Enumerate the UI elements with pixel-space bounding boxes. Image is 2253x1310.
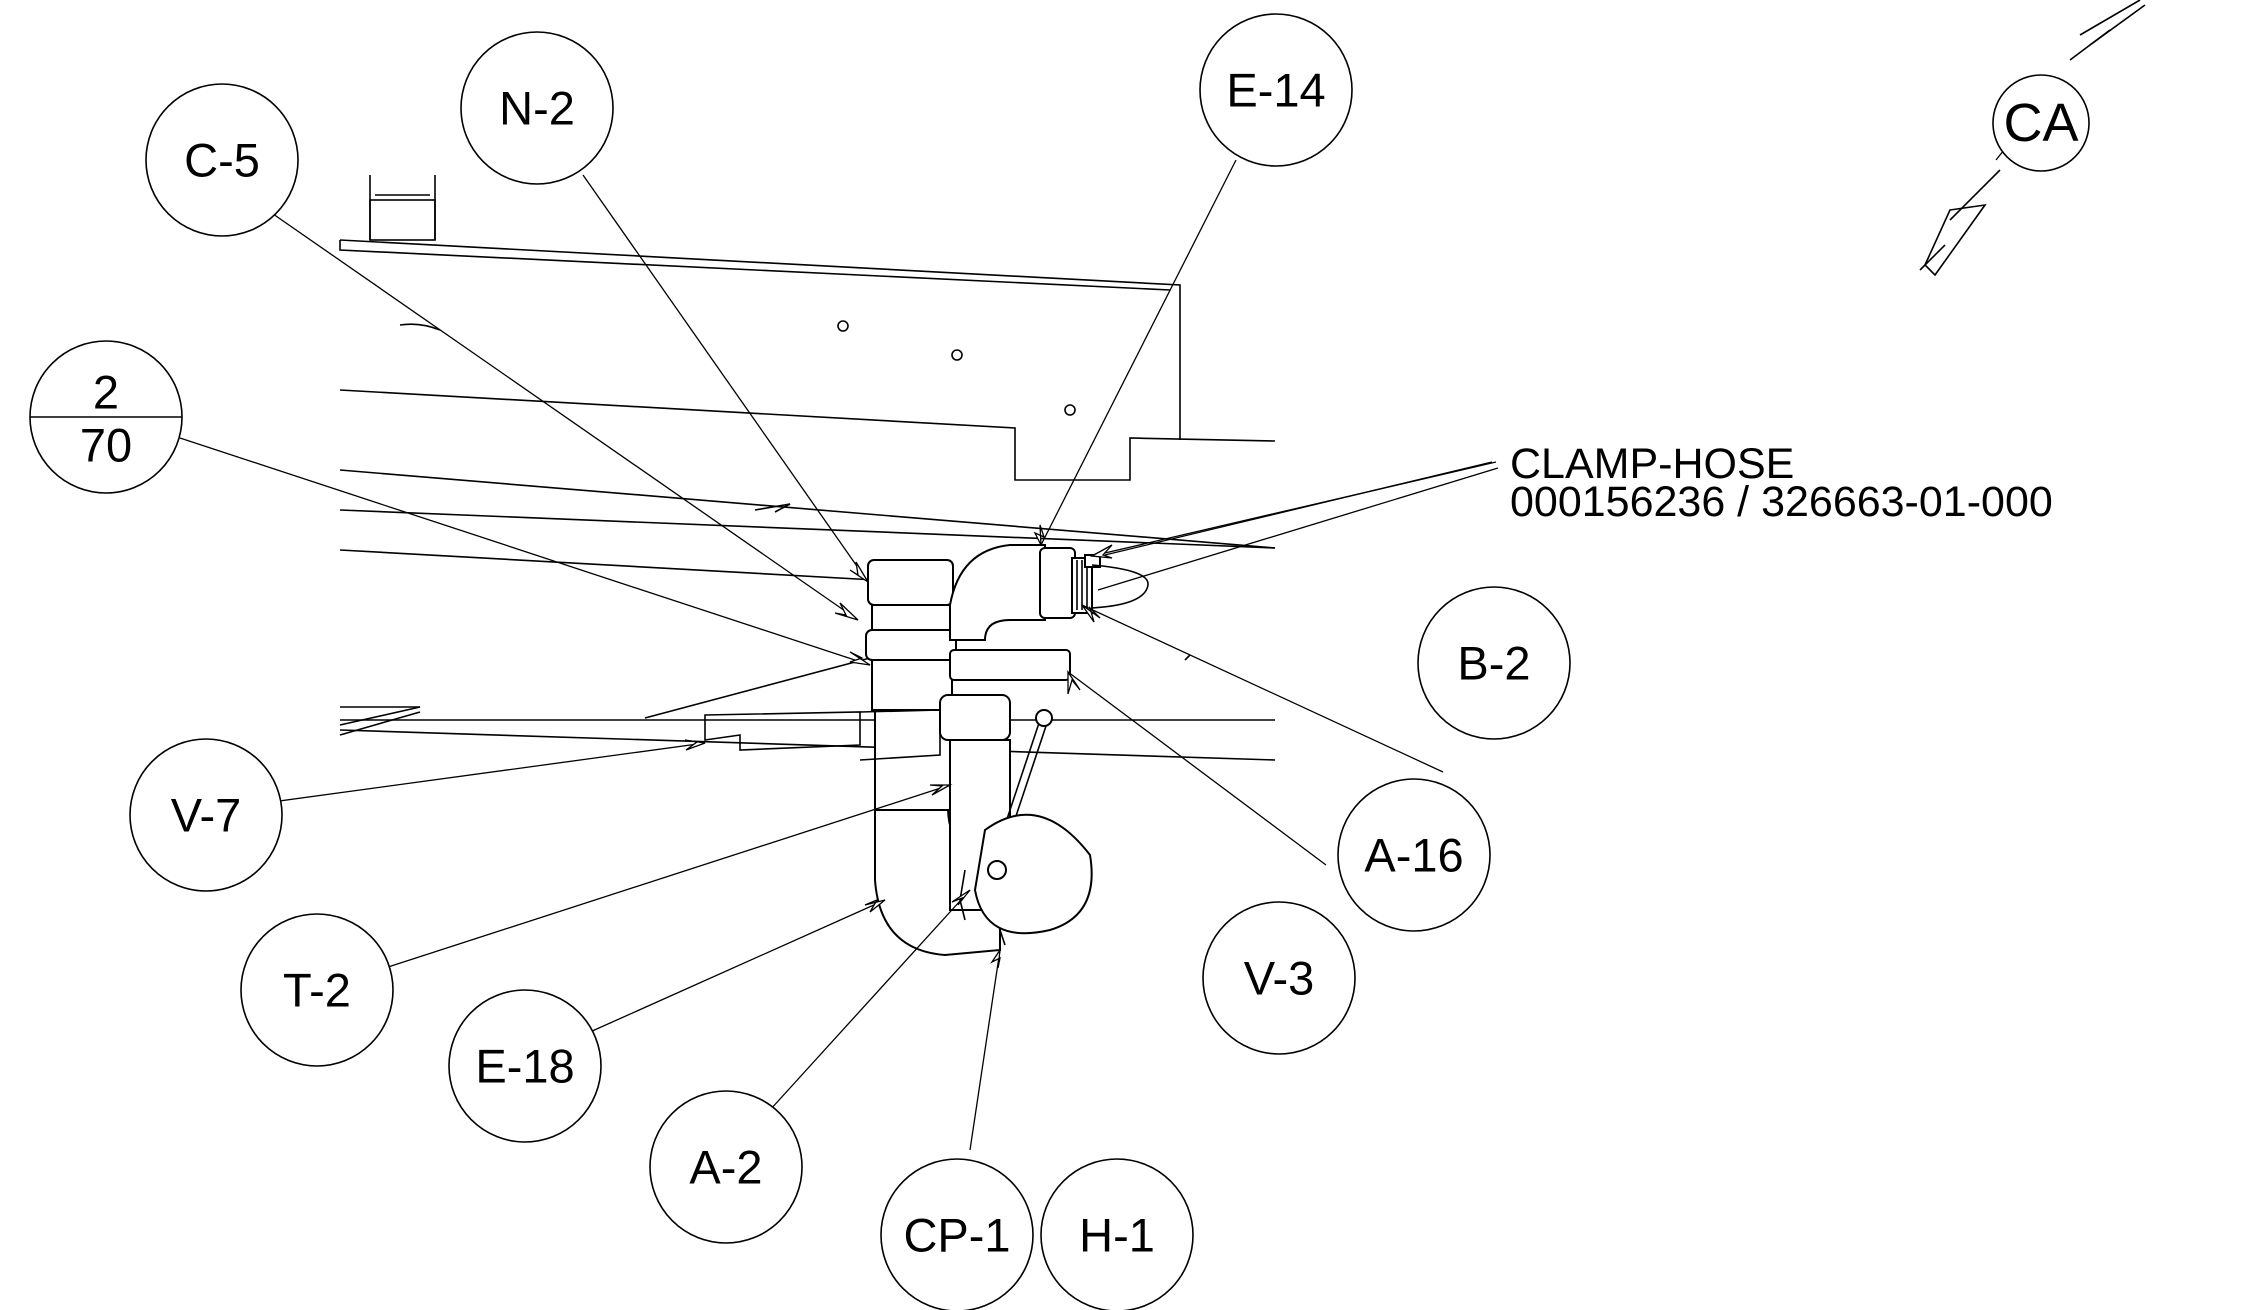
balloon-label: E-18 <box>475 1040 574 1093</box>
balloon-label: C-5 <box>184 134 260 187</box>
view-label-balloon: CA <box>1992 74 2090 172</box>
section-ref-bottom: 70 <box>80 419 132 472</box>
section-ref-top: 2 <box>93 366 119 419</box>
balloon-label: E-14 <box>1226 64 1325 117</box>
note-part-number: 000156236 / 326663-01-000 <box>1510 478 2053 526</box>
balloon-label: V-3 <box>1244 952 1315 1005</box>
balloon-label: A-16 <box>1364 829 1463 882</box>
balloon-t-2: T-2 <box>240 913 394 1067</box>
pin-detail <box>1919 0 2146 277</box>
balloon-a-2: A-2 <box>649 1090 803 1244</box>
balloon-h-1: H-1 <box>1040 1158 1194 1310</box>
balloon-label: H-1 <box>1079 1209 1155 1262</box>
balloon-label: N-2 <box>499 82 575 135</box>
housing-outline <box>339 175 1276 761</box>
balloon-v-3: V-3 <box>1202 901 1356 1055</box>
balloon-label: B-2 <box>1457 637 1530 690</box>
balloon-e-14: E-14 <box>1199 13 1353 167</box>
balloon-b-2: B-2 <box>1417 586 1571 740</box>
balloon-v-7: V-7 <box>129 738 283 892</box>
balloon-label: V-7 <box>171 789 242 842</box>
balloon-n-2: N-2 <box>460 31 614 185</box>
note-part-name: CLAMP-HOSE <box>1510 440 1794 488</box>
pipe-assembly <box>704 544 1149 957</box>
clamp-hose-note: CLAMP-HOSE 000156236 / 326663-01-000 <box>1104 440 2053 556</box>
leader-lines <box>179 109 2037 1151</box>
balloon-a-16: A-16 <box>1337 778 1491 932</box>
balloon-label: A-2 <box>689 1141 762 1194</box>
section-reference-balloon: 2 70 <box>29 340 183 494</box>
balloon-cp-1: CP-1 <box>880 1158 1034 1310</box>
view-label: CA <box>2003 93 2078 153</box>
balloon-e-18: E-18 <box>448 989 602 1143</box>
balloon-label: CP-1 <box>903 1209 1010 1262</box>
balloon-label: T-2 <box>283 964 351 1017</box>
balloon-c-5: C-5 <box>145 83 299 237</box>
